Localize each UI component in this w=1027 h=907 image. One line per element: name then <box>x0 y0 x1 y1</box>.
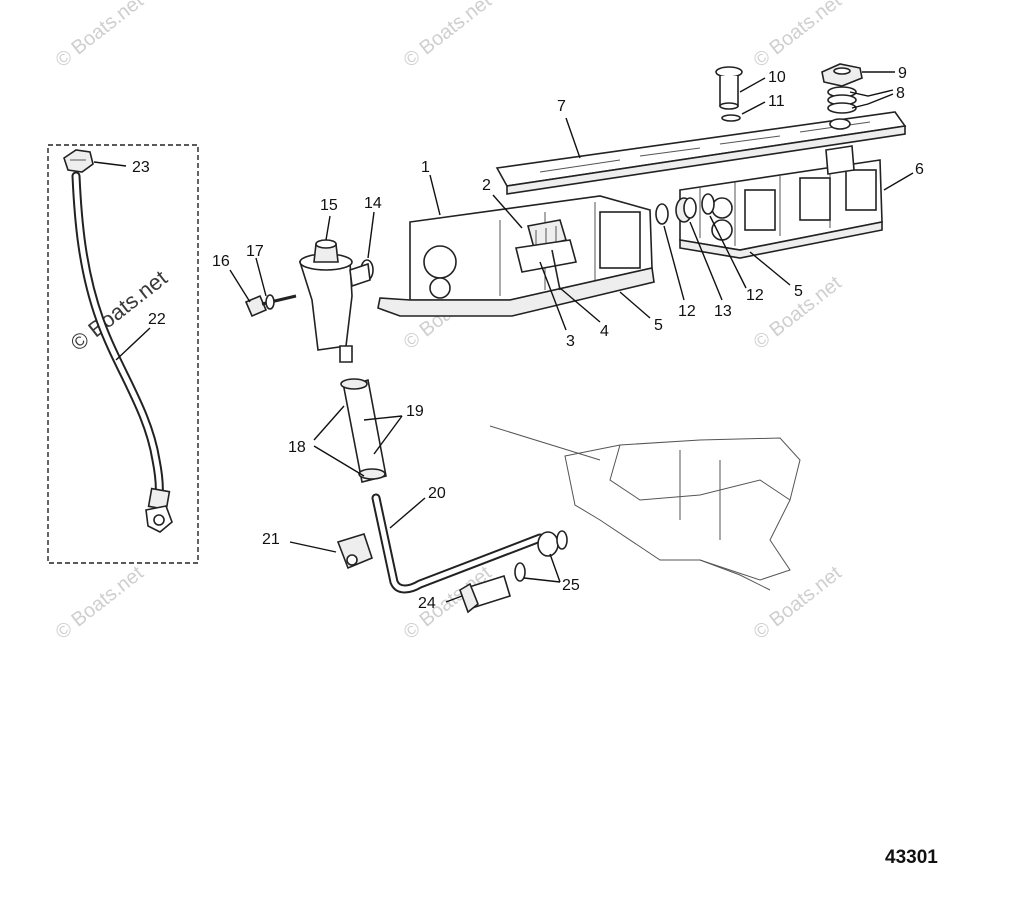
callout-24: 24 <box>418 595 436 612</box>
drawing-number: 43301 <box>885 847 938 868</box>
callout-18: 18 <box>288 439 306 456</box>
callout-15: 15 <box>320 197 338 214</box>
callout-labels: 1 2 3 4 5 5 6 7 8 9 10 11 12 13 12 14 15… <box>132 65 924 612</box>
tube-part-20 <box>371 493 545 594</box>
watermark: © Boats.net <box>400 0 496 72</box>
hose-part-18 <box>343 378 387 483</box>
screw-part-4 <box>551 249 561 291</box>
callout-5: 5 <box>794 283 803 300</box>
bolt-part-24 <box>459 574 511 614</box>
fitting-part-10 <box>715 66 743 110</box>
callout-4: 4 <box>600 323 609 340</box>
callout-7: 7 <box>557 98 566 115</box>
separator-part-15 <box>298 239 371 363</box>
manifold-part-1 <box>377 195 655 317</box>
leader-lines <box>93 71 914 603</box>
callout-17: 17 <box>246 243 264 260</box>
callout-23: 23 <box>132 159 150 176</box>
callout-8: 8 <box>896 85 905 102</box>
callout-6: 6 <box>915 161 924 178</box>
callout-22: 22 <box>148 311 166 328</box>
o-ring-part-12 <box>655 203 669 225</box>
engine-block-outline <box>489 425 801 591</box>
hose-part-22 <box>71 171 173 533</box>
clamp-part-21 <box>336 533 373 570</box>
o-rings-part-8 <box>827 86 857 114</box>
o-ring-part-12 <box>701 193 715 215</box>
washer-part-25 <box>514 530 568 582</box>
callout-16: 16 <box>212 253 230 270</box>
watermark: © Boats.net <box>52 562 148 644</box>
manifold-part-6 <box>679 145 883 259</box>
callout-19: 19 <box>406 403 424 420</box>
callout-20: 20 <box>428 485 446 502</box>
cap-part-9 <box>821 63 863 87</box>
clamp-part-19 <box>340 378 386 480</box>
callout-9: 9 <box>898 65 907 82</box>
callout-5: 5 <box>654 317 663 334</box>
cap-part-23 <box>63 149 94 173</box>
watermark: © Boats.net <box>52 0 148 72</box>
callout-2: 2 <box>482 177 491 194</box>
callout-25: 25 <box>562 577 580 594</box>
callout-11: 11 <box>768 93 785 110</box>
watermark: © Boats.net <box>750 0 846 72</box>
callout-12: 12 <box>746 287 764 304</box>
callout-10: 10 <box>768 69 786 86</box>
watermark: © Boats.net <box>750 562 846 644</box>
washer-part-11 <box>721 114 741 122</box>
callout-21: 21 <box>262 531 280 548</box>
inset-box <box>47 144 199 564</box>
callout-13: 13 <box>714 303 732 320</box>
callout-14: 14 <box>364 195 382 212</box>
plug-part-13 <box>675 197 697 223</box>
washer-part-17 <box>265 294 275 310</box>
callout-1: 1 <box>421 159 430 176</box>
bracket-part-3 <box>515 239 578 273</box>
callout-12: 12 <box>678 303 696 320</box>
cover-plate-part-7 <box>495 111 907 195</box>
callout-3: 3 <box>566 333 575 350</box>
